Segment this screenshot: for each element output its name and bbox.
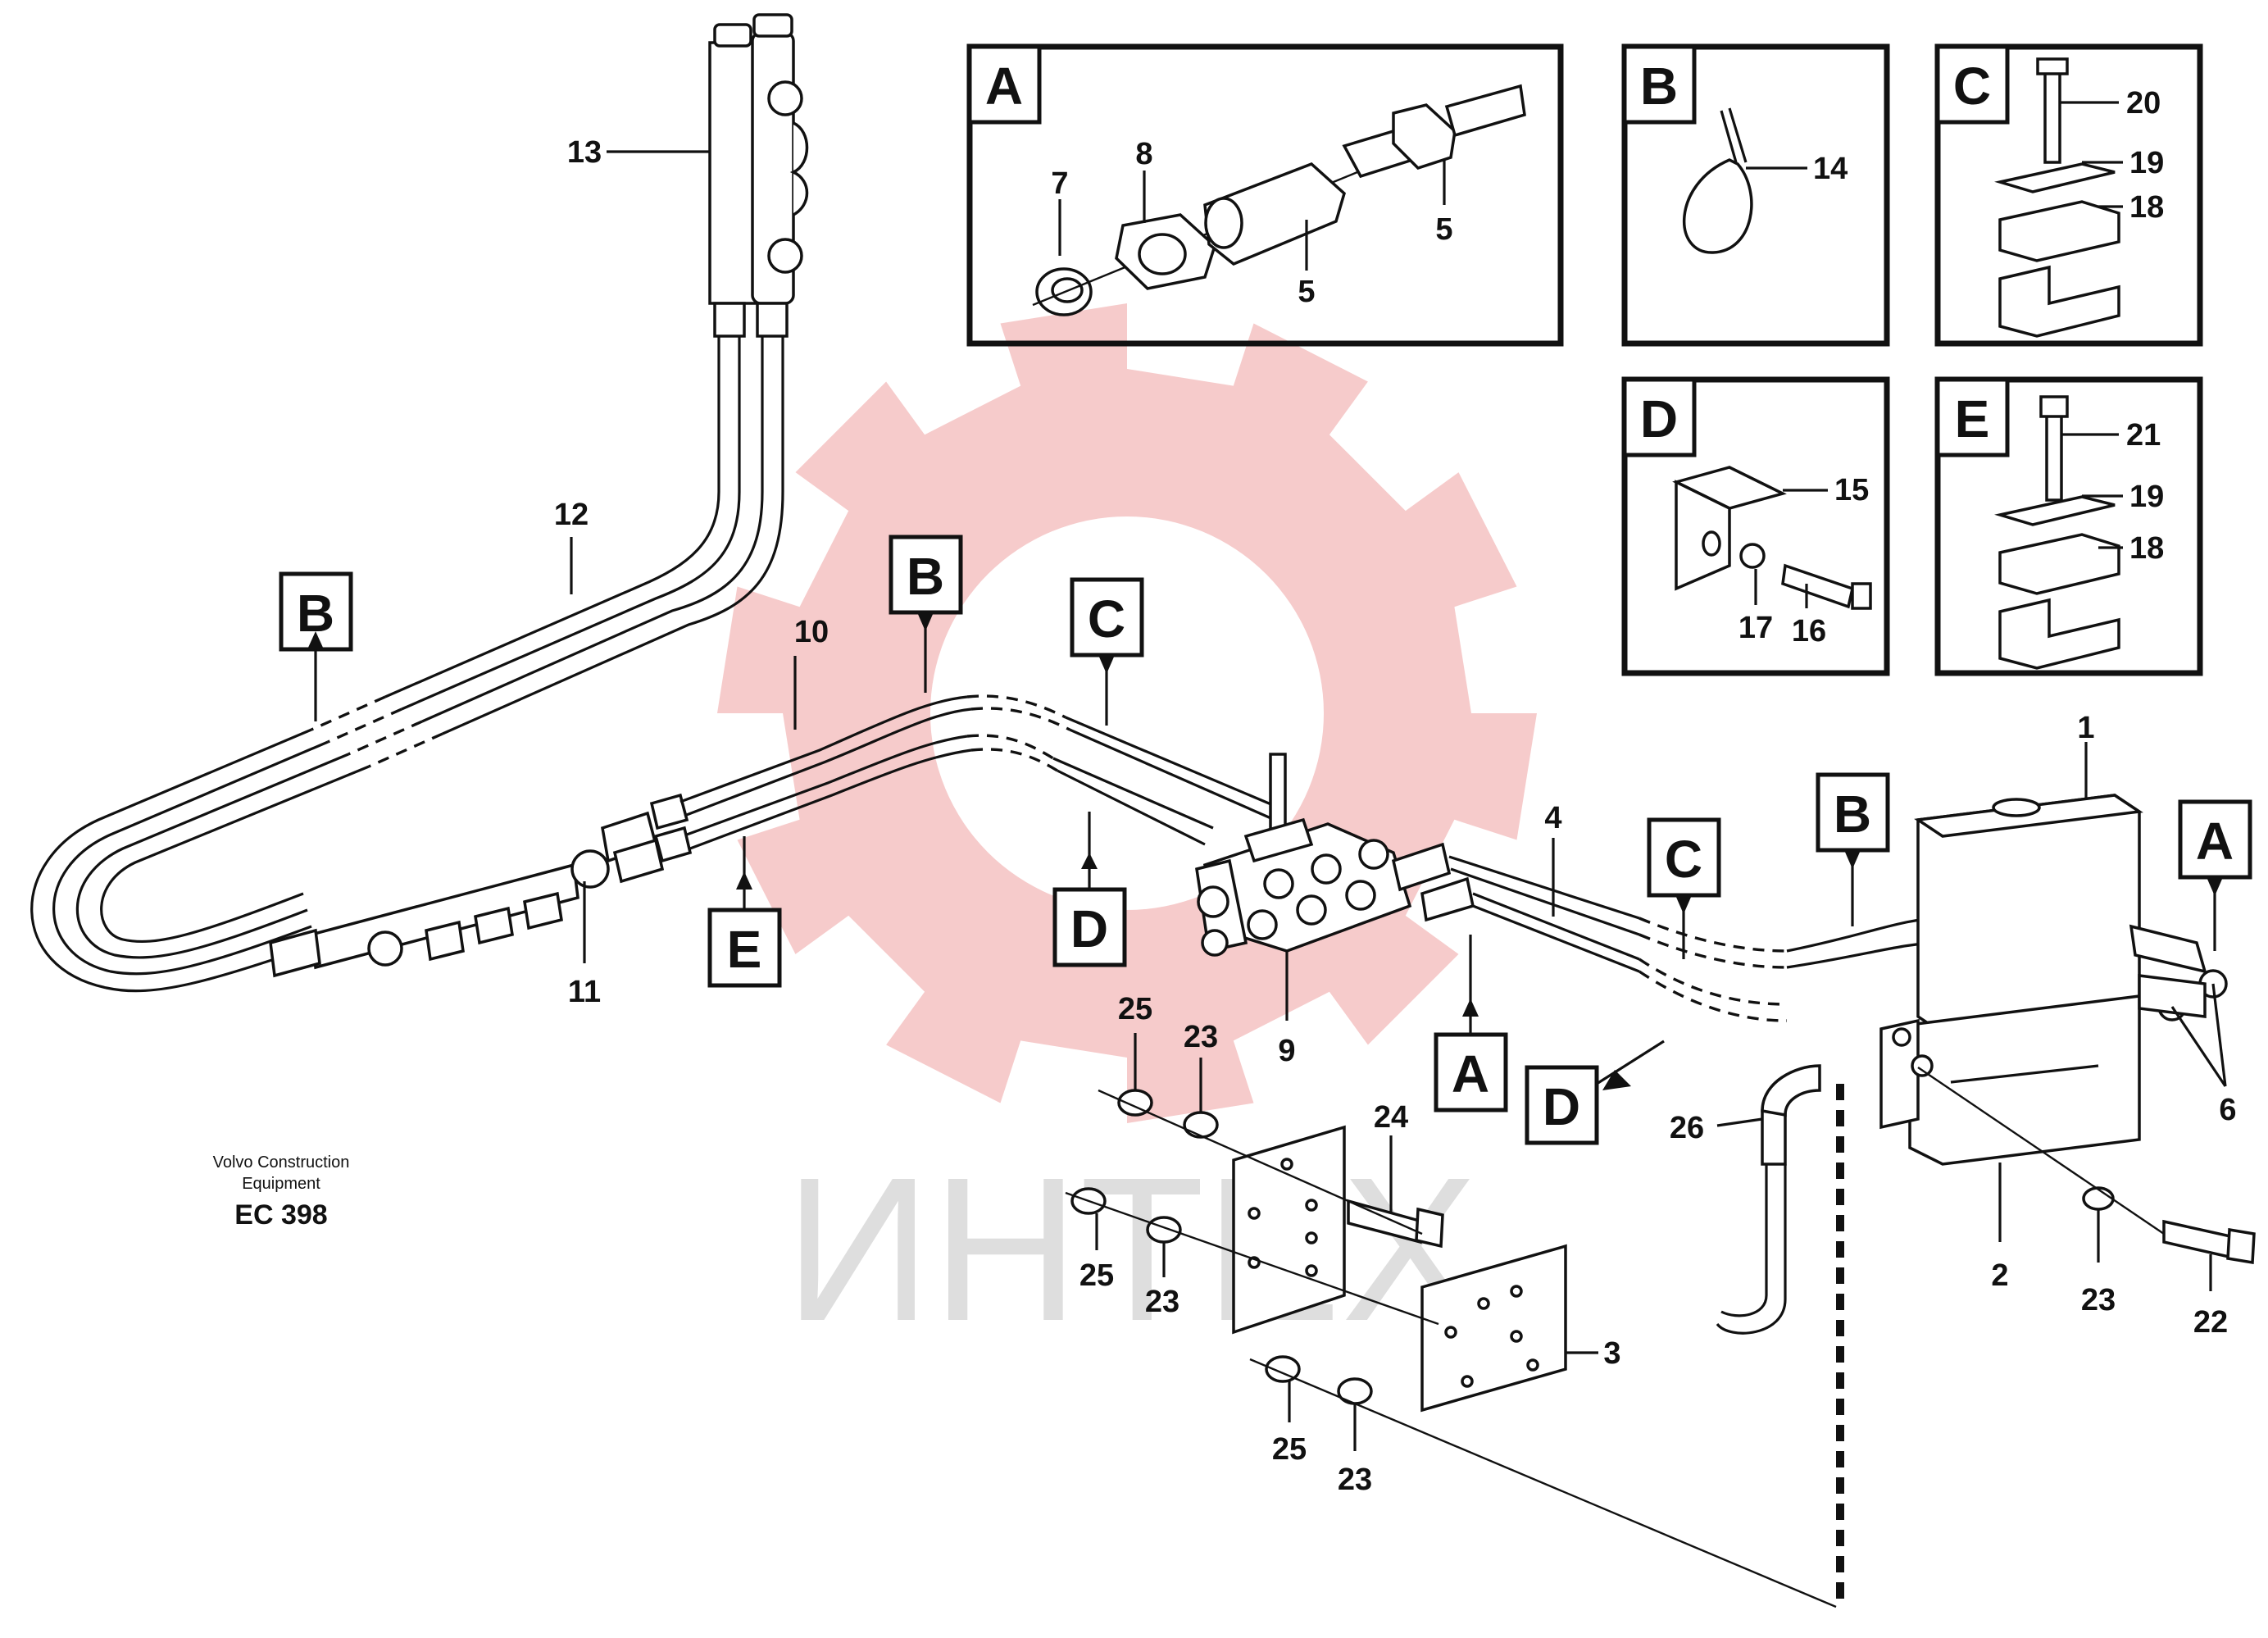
part-number: 21 — [2126, 418, 2161, 453]
detail-view-b-letter: B — [1640, 57, 1678, 116]
view-marker: B — [279, 571, 353, 721]
part-number: 25 — [1079, 1258, 1114, 1293]
hose-assembly — [30, 13, 2256, 1605]
detail-view-a-letter: A — [985, 57, 1023, 116]
part-number: 10 — [794, 615, 829, 649]
footer-credit: Volvo Construction Equipment EC 398 — [213, 1153, 350, 1231]
view-marker: C — [1647, 817, 1721, 959]
part-number: 9 — [1278, 1034, 1295, 1068]
part-number: 13 — [567, 135, 602, 170]
part-number: 6 — [2219, 1093, 2236, 1127]
part-number: 23 — [1145, 1285, 1179, 1319]
watermark-text: ИНТЕХ — [784, 1135, 1478, 1363]
part-number: 23 — [2081, 1283, 2116, 1317]
view-marker: C — [1070, 577, 1144, 726]
svg-text:B: B — [907, 547, 944, 606]
part-number: 11 — [568, 975, 601, 1009]
part-number: 20 — [2126, 86, 2161, 121]
part-number: 16 — [1792, 614, 1826, 648]
detail-view-d: D 15 17 16 — [1621, 376, 1890, 676]
part-number: 23 — [1338, 1463, 1372, 1497]
part-number: 12 — [554, 498, 589, 532]
part-number: 5 — [1298, 275, 1315, 309]
svg-text:B: B — [1834, 785, 1871, 844]
detail-view-e-letter: E — [1955, 389, 1990, 448]
part-number: 25 — [1118, 992, 1152, 1026]
part-number: 1 — [2077, 711, 2094, 745]
part-number: 22 — [2193, 1305, 2228, 1340]
part-number: 23 — [1184, 1020, 1218, 1054]
view-markers: B B C D E A — [279, 535, 2252, 1145]
mounting-plates — [1065, 1089, 1837, 1608]
detail-view-c-letter: C — [1953, 57, 1991, 116]
view-marker: A — [1434, 935, 1508, 1112]
part-number: 17 — [1738, 611, 1773, 645]
part-number: 15 — [1834, 473, 1869, 507]
part-callouts: 13 12 10 11 9 4 1 6 2 26 23 22 25 23 24 … — [554, 135, 2237, 1497]
part-number: 18 — [2129, 190, 2164, 225]
part-number: 24 — [1374, 1100, 1408, 1135]
part-number: 3 — [1603, 1336, 1620, 1371]
part-number: 8 — [1135, 137, 1152, 171]
part-number: 2 — [1991, 1258, 2008, 1293]
view-marker: A — [2178, 799, 2252, 951]
svg-text:A: A — [1452, 1044, 1489, 1103]
view-marker: D — [1525, 1040, 1665, 1145]
part-number: 5 — [1435, 212, 1452, 247]
part-number: 14 — [1813, 152, 1848, 186]
svg-text:A: A — [2196, 812, 2234, 871]
part-number: 19 — [2129, 480, 2164, 514]
svg-text:C: C — [1665, 830, 1702, 889]
view-marker: B — [1816, 772, 1890, 926]
svg-text:C: C — [1088, 589, 1125, 648]
detail-view-a: A 7 8 5 5 — [966, 43, 1564, 347]
view-marker: D — [1052, 812, 1127, 967]
part-number: 19 — [2129, 146, 2164, 180]
svg-text:D: D — [1070, 899, 1108, 958]
detail-view-b: B 14 — [1621, 43, 1890, 347]
svg-text:E: E — [727, 920, 762, 979]
detail-view-d-letter: D — [1640, 389, 1678, 448]
detail-view-e: E 21 19 18 — [1934, 376, 2203, 676]
view-marker: E — [707, 836, 782, 988]
drawing-code: EC 398 — [234, 1199, 327, 1231]
footer-line1: Volvo Construction — [213, 1153, 350, 1172]
part-number: 7 — [1051, 166, 1068, 201]
view-marker: B — [889, 535, 963, 693]
part-number: 4 — [1544, 801, 1561, 835]
svg-text:D: D — [1543, 1077, 1580, 1136]
footer-line2: Equipment — [242, 1175, 320, 1193]
part-number: 18 — [2129, 531, 2164, 566]
detail-view-c: C 20 19 18 — [1934, 43, 2203, 347]
part-number: 26 — [1670, 1111, 1704, 1145]
part-number: 25 — [1272, 1432, 1307, 1467]
